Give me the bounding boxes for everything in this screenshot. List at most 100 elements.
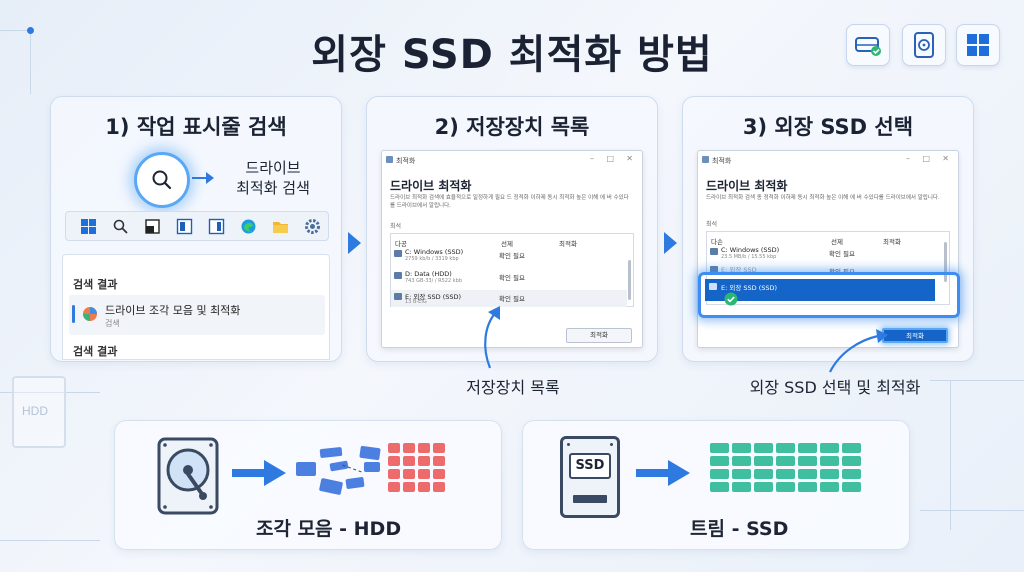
storage-block <box>842 443 861 453</box>
list-scrollbar[interactable] <box>944 242 947 282</box>
optimize-drives-dialog: 최적화 – □ ✕ 드라이브 최적화 드라이브 최적화 검색에 효율적으로 일정… <box>381 150 643 348</box>
result-title: 드라이브 조각 모음 및 최적화 <box>105 304 241 317</box>
drive-check-icon[interactable] <box>846 24 890 66</box>
optimize-button[interactable]: 최적화 <box>566 328 632 343</box>
result-subtitle: 검색 <box>105 319 120 328</box>
storage-block <box>418 456 430 466</box>
storage-block <box>820 469 839 479</box>
storage-block <box>798 469 817 479</box>
hdd-doc-label: HDD <box>22 404 48 418</box>
hdd-label: 조각 모음 - HDD <box>256 518 402 540</box>
step2-caption: 저장장치 목록 <box>466 378 560 397</box>
storage-block <box>798 482 817 492</box>
storage-block <box>754 456 773 466</box>
settings-gear-icon[interactable] <box>304 218 321 235</box>
taskbar-search-icon[interactable] <box>112 218 129 235</box>
storage-block <box>710 469 729 479</box>
storage-block <box>732 469 751 479</box>
optimize-button-highlighted[interactable]: 최적화 <box>882 328 948 343</box>
storage-block <box>798 456 817 466</box>
storage-block <box>776 482 795 492</box>
drive-icon <box>709 283 717 290</box>
storage-block <box>842 469 861 479</box>
disk-optimize-icon[interactable] <box>902 24 946 66</box>
drive-name: E: 외장 SSD <box>721 266 757 274</box>
drive-row-c[interactable]: C: Windows (SSD) 2759 kb/b / 3319 kbp 확인… <box>391 247 627 264</box>
edge-icon[interactable] <box>240 218 257 235</box>
selected-drive-row[interactable]: E: 외장 SSD (SSD) <box>705 279 935 301</box>
windows-logo-icon[interactable] <box>956 24 1000 66</box>
storage-block <box>820 443 839 453</box>
ssd-label-text: 트림 - SSD <box>690 518 789 540</box>
hdd-icon <box>157 437 219 515</box>
drive-state: 확인 필요 <box>499 295 525 303</box>
drive-row-c[interactable]: C: Windows (SSD) 23.5 MB/b / 15.55 kbp 확… <box>707 245 943 262</box>
storage-block <box>710 443 729 453</box>
right-arrow-icon <box>636 460 690 486</box>
drive-name: D: Data (HDD) <box>405 270 452 278</box>
storage-block <box>388 469 400 479</box>
circuit-line <box>0 392 100 393</box>
storage-block <box>820 456 839 466</box>
storage-block <box>754 482 773 492</box>
circuit-line <box>950 380 951 530</box>
column-drive: 다공 <box>395 240 407 248</box>
dialog-app-icon <box>702 156 709 163</box>
defrag-result-item[interactable]: 드라이브 조각 모음 및 최적화 검색 <box>69 295 325 335</box>
drive-name: E: 외장 SSD (SSD) <box>405 293 462 301</box>
storage-block <box>710 456 729 466</box>
drive-name: C: Windows (SSD) <box>721 246 780 254</box>
drive-size: 743 GB-33/ / R522 kbb <box>405 278 463 284</box>
circuit-dot <box>27 27 34 34</box>
dialog-heading: 드라이브 최적화 <box>706 179 788 193</box>
close-button[interactable]: ✕ <box>942 154 949 163</box>
drive-icon <box>710 266 718 273</box>
dialog-titlebar: 최적화 – □ ✕ <box>382 151 642 169</box>
selected-drive-name: E: 외장 SSD (SSD) <box>721 284 778 292</box>
widgets-icon[interactable] <box>176 218 193 235</box>
drive-icon <box>394 293 402 300</box>
selection-highlight <box>698 272 960 318</box>
task-view-icon[interactable] <box>144 218 161 235</box>
minimize-button[interactable]: – <box>590 154 594 163</box>
storage-block <box>798 443 817 453</box>
dialog-window-title: 최적화 <box>396 157 416 165</box>
hdd-document-icon: HDD <box>12 376 66 448</box>
fragment-block <box>359 445 381 461</box>
dialog-window-title: 최적화 <box>712 157 732 165</box>
page-title: 외장 SSD 최적화 방법 <box>311 32 713 78</box>
step3-title: 3) 외장 SSD 선택 <box>742 115 914 139</box>
drive-icon <box>394 272 402 279</box>
results-header-2: 검색 결과 <box>73 345 118 358</box>
storage-block <box>710 482 729 492</box>
ssd-connector <box>573 495 607 503</box>
drive-list: 다공 선제 최적화 C: Windows (SSD) 2759 kb/b / 3… <box>390 233 634 307</box>
folder-icon[interactable] <box>272 218 289 235</box>
maximize-button[interactable]: □ <box>922 154 930 163</box>
list-scrollbar[interactable] <box>628 260 631 300</box>
step3-caption: 외장 SSD 선택 및 최적화 <box>749 378 921 397</box>
snap-icon[interactable] <box>208 218 225 235</box>
search-highlight-icon[interactable] <box>134 152 190 208</box>
dialog-titlebar: 최적화 – □ ✕ <box>698 151 958 169</box>
drive-size: 23.5 MB/b / 15.55 kbp <box>721 254 777 260</box>
start-icon[interactable] <box>80 218 97 235</box>
storage-block <box>403 482 415 492</box>
drive-icon <box>394 250 402 257</box>
storage-block <box>388 482 400 492</box>
drive-state: 확인 필요 <box>829 250 855 258</box>
storage-block <box>403 456 415 466</box>
storage-block <box>433 456 445 466</box>
right-arrow-icon <box>232 460 286 486</box>
dialog-section-label: 최석 <box>706 221 718 228</box>
drive-size: 2759 kb/b / 3319 kbp <box>405 256 459 262</box>
minimize-button[interactable]: – <box>906 154 910 163</box>
column-status: 선제 <box>501 240 513 248</box>
drive-row-e[interactable]: E: 외장 SSD (SSD) 13 B-EIG 확인 필요 <box>391 290 627 307</box>
search-results-pane: 검색 결과 드라이브 조각 모음 및 최적화 검색 검색 결과 <box>62 254 330 360</box>
maximize-button[interactable]: □ <box>606 154 614 163</box>
storage-block <box>433 482 445 492</box>
close-button[interactable]: ✕ <box>626 154 633 163</box>
drive-row-d[interactable]: D: Data (HDD) 743 GB-33/ / R522 kbb 확인 필… <box>391 269 627 286</box>
storage-block <box>754 443 773 453</box>
